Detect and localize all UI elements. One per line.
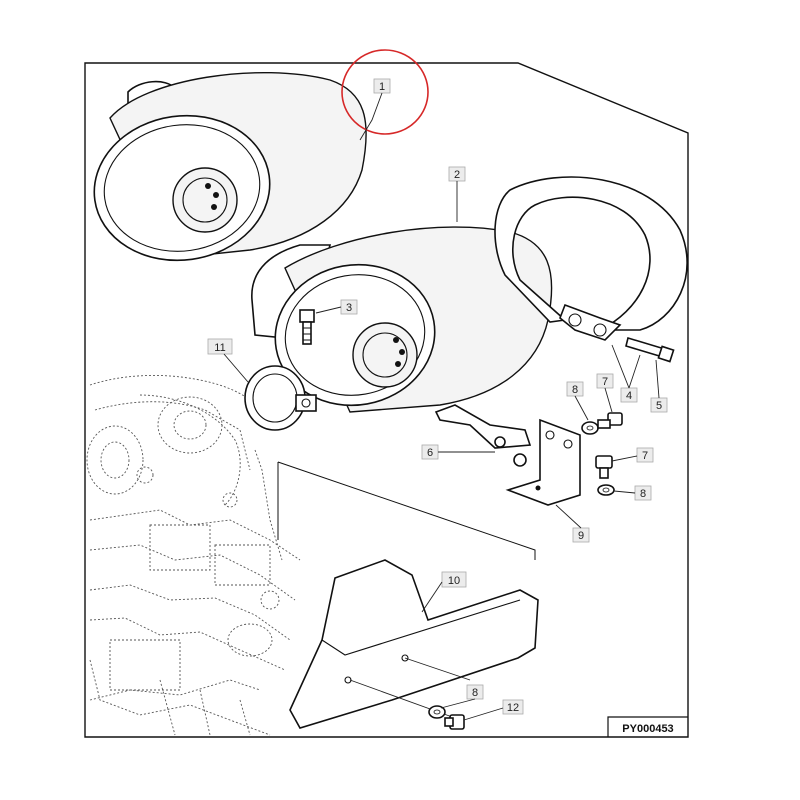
callout-8a: 8 bbox=[572, 384, 578, 396]
washer-8b bbox=[597, 484, 615, 496]
mounting-band bbox=[494, 176, 688, 341]
callout-7b-tag bbox=[636, 447, 654, 463]
bracket-6 bbox=[434, 404, 532, 449]
callout-7a: 7 bbox=[602, 376, 608, 388]
callout-8c: 8 bbox=[472, 687, 478, 699]
reference-code: PY000453 bbox=[622, 723, 673, 735]
muffler-upper bbox=[93, 72, 367, 262]
bolt-7a bbox=[597, 412, 623, 429]
callout-9: 9 bbox=[578, 530, 584, 542]
callout-12: 12 bbox=[507, 702, 519, 714]
callout-11-tag bbox=[207, 338, 233, 355]
callout-6: 6 bbox=[427, 447, 433, 459]
callout-5: 5 bbox=[656, 400, 662, 412]
callout-1: 1 bbox=[379, 81, 385, 93]
callout-2: 2 bbox=[454, 169, 460, 181]
callout-7b: 7 bbox=[642, 450, 648, 462]
callout-10-tag bbox=[441, 571, 467, 588]
bolt-12 bbox=[444, 714, 465, 730]
washer-8c bbox=[428, 705, 446, 719]
heat-shield-10 bbox=[289, 559, 539, 729]
ref-code-box bbox=[607, 716, 688, 737]
bolt-3 bbox=[299, 309, 315, 345]
long-bolt-5 bbox=[625, 336, 675, 363]
diagram-frame bbox=[84, 62, 689, 738]
hose-clamp-11 bbox=[244, 365, 317, 431]
engine-background bbox=[86, 374, 301, 736]
assembly-guide-line bbox=[277, 461, 536, 560]
callout-12-tag bbox=[502, 699, 524, 715]
muffler-lower bbox=[251, 226, 553, 413]
washer-8a bbox=[581, 421, 599, 435]
callout-4: 4 bbox=[626, 390, 632, 402]
callout-8b: 8 bbox=[640, 488, 646, 500]
bolt-7b bbox=[595, 455, 613, 479]
angle-bracket-9 bbox=[505, 418, 581, 506]
callout-11: 11 bbox=[214, 342, 225, 354]
highlight-circle bbox=[341, 49, 429, 135]
callout-10: 10 bbox=[448, 575, 460, 587]
callout-3: 3 bbox=[346, 302, 352, 314]
